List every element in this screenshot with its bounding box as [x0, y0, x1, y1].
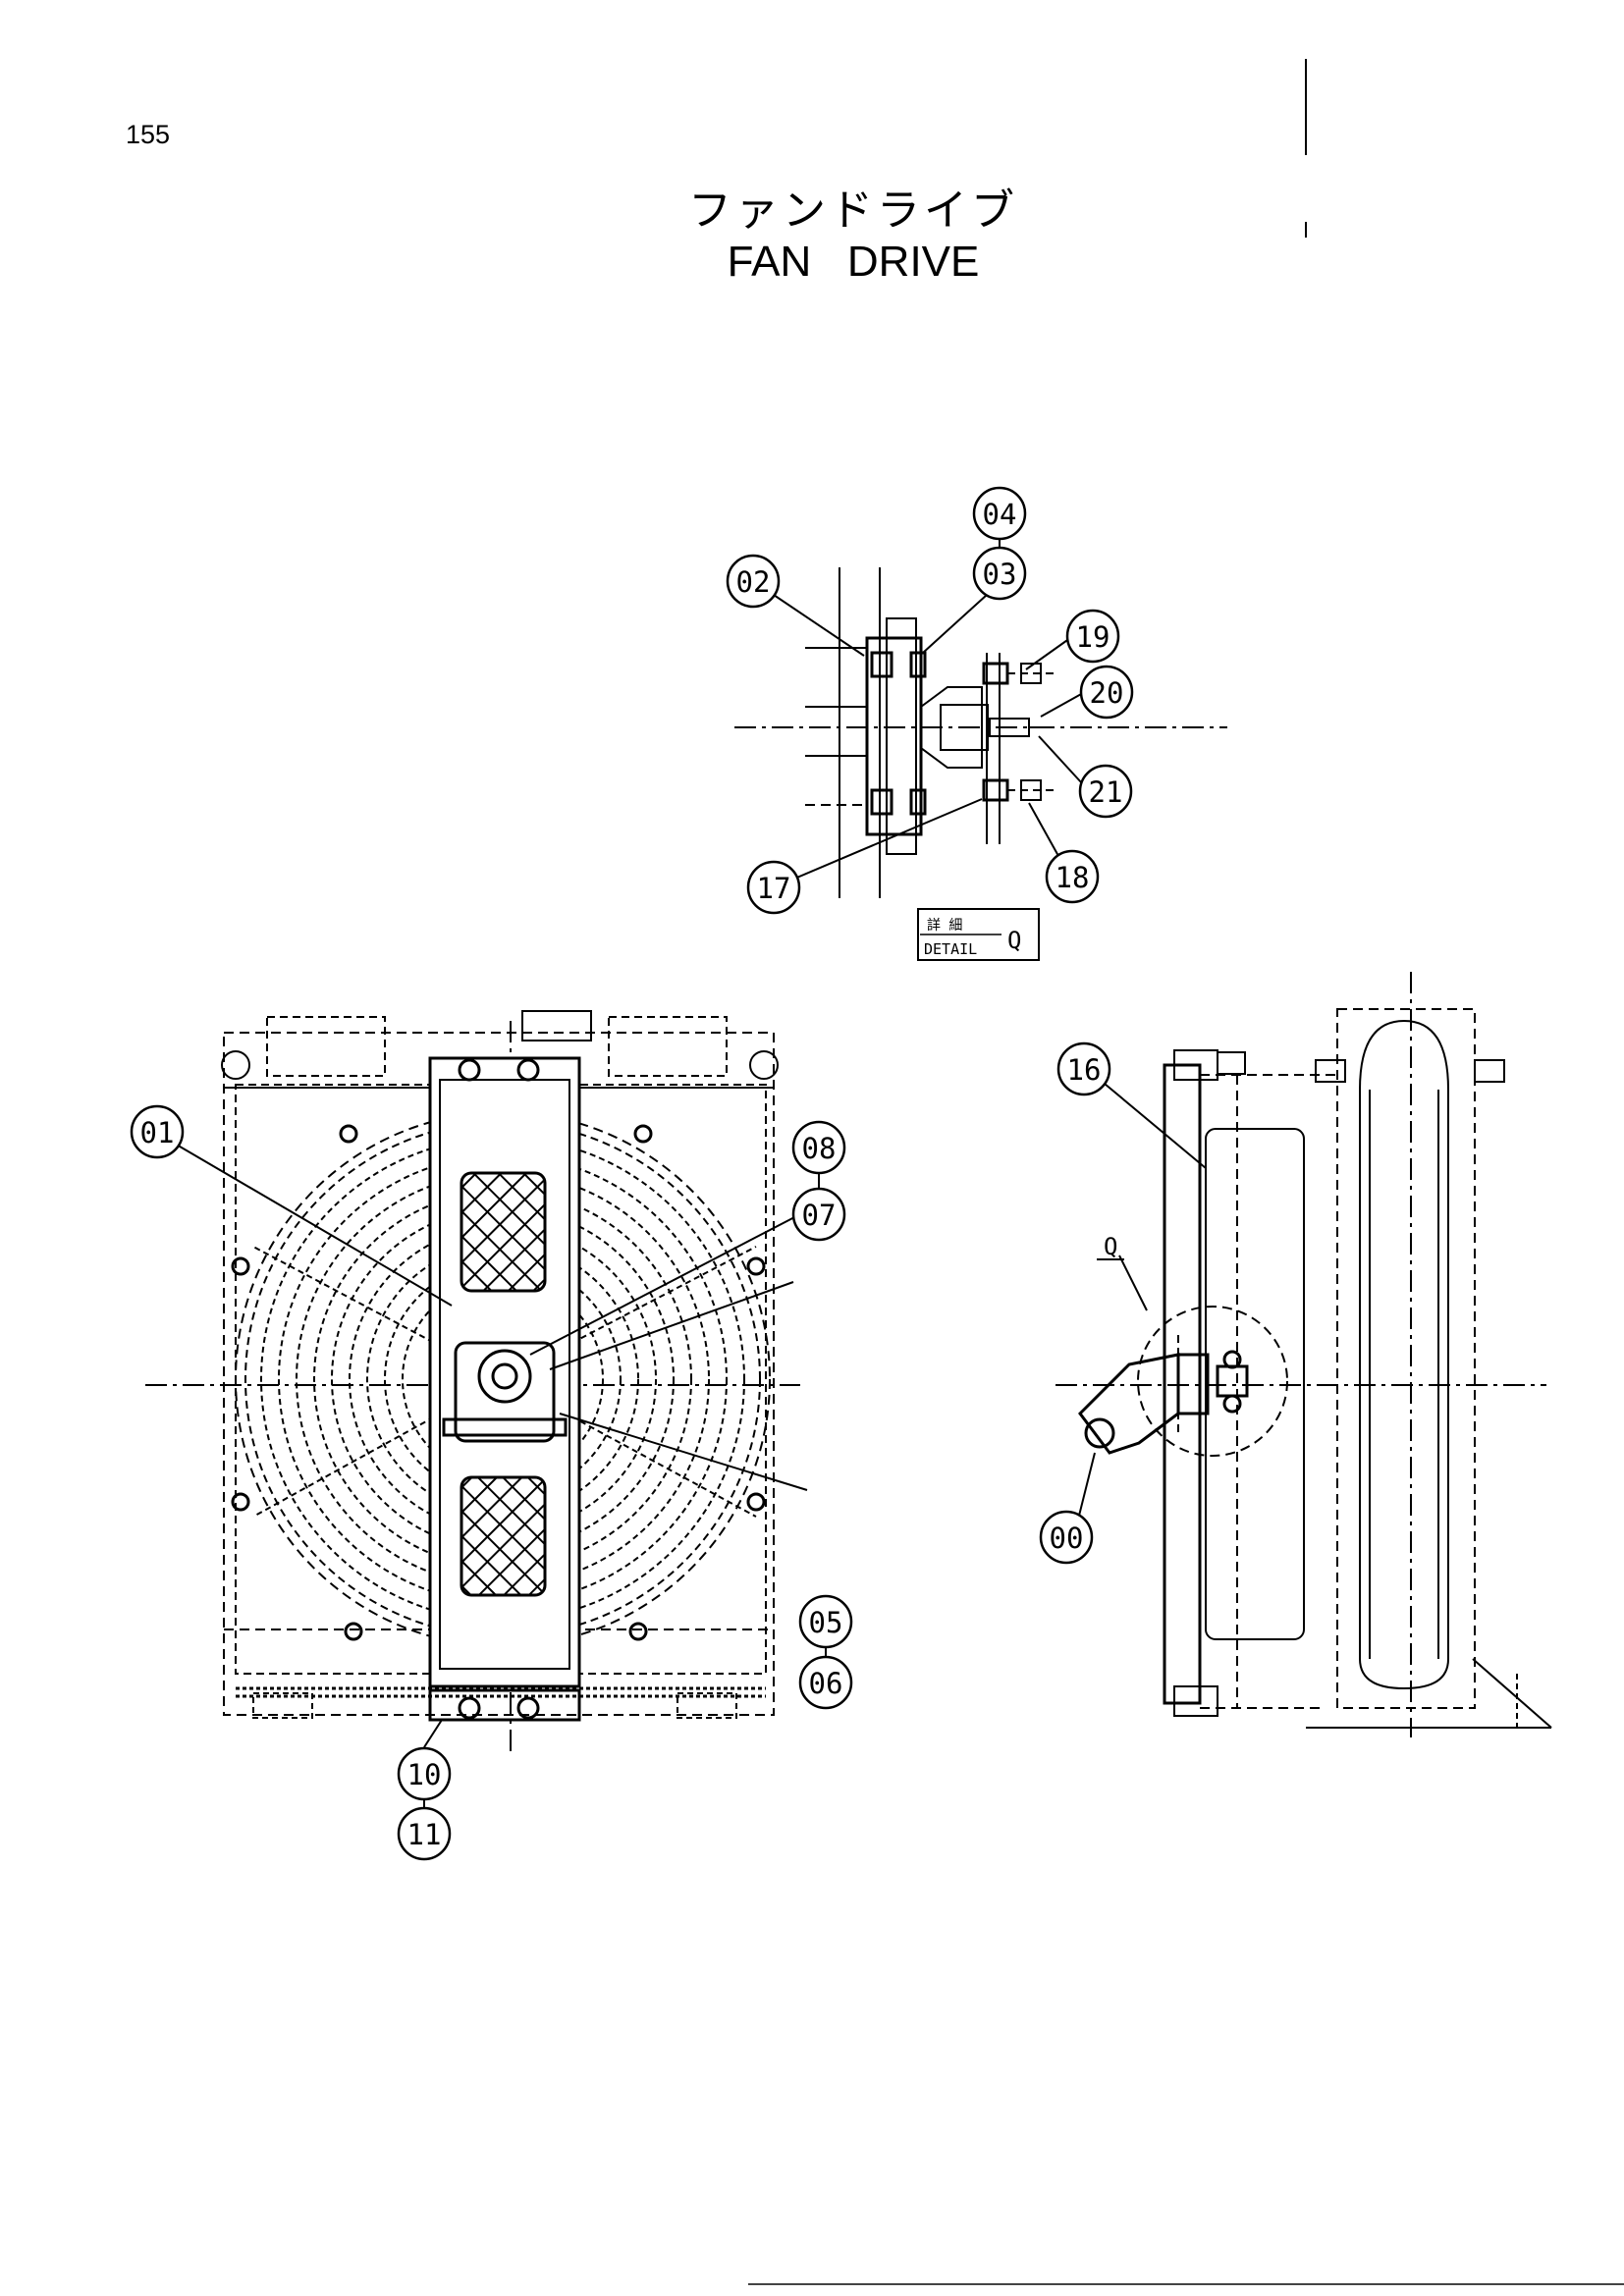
callout-11: 11 [397, 1806, 452, 1861]
callout-01: 01 [130, 1104, 185, 1159]
callout-21-label: 21 [1089, 775, 1123, 809]
view-marker-q: Q [1097, 1233, 1124, 1260]
callout-04-label: 04 [983, 498, 1017, 531]
callout-05: 05 [798, 1594, 853, 1649]
view-marker-q-label: Q [1104, 1233, 1117, 1260]
callout-05-label: 05 [809, 1606, 843, 1639]
callout-16: 16 [1056, 1041, 1111, 1096]
callout-18-label: 18 [1056, 861, 1090, 894]
callout-06-label: 06 [809, 1667, 843, 1700]
callout-00-label: 00 [1050, 1522, 1084, 1555]
callout-19: 19 [1065, 609, 1120, 664]
callout-17: 17 [746, 860, 801, 915]
detail-q-leaders [770, 540, 1084, 881]
callout-19-label: 19 [1076, 620, 1110, 654]
callout-02: 02 [726, 554, 781, 609]
callout-00: 00 [1039, 1510, 1094, 1565]
side-view [1056, 972, 1552, 1737]
front-view-leaders [174, 1143, 808, 1748]
front-view [145, 1010, 800, 1757]
margin-mark-small [1305, 222, 1307, 238]
callout-21: 21 [1078, 764, 1133, 819]
page-number: 155 [126, 120, 171, 149]
callout-17-label: 17 [757, 872, 791, 905]
side-view-leaders [1076, 1083, 1207, 1524]
callout-06: 06 [798, 1655, 853, 1710]
callout-08-label: 08 [802, 1132, 837, 1165]
callout-03: 03 [972, 546, 1027, 601]
detail-letter: Q [1007, 927, 1021, 954]
callout-04: 04 [972, 486, 1027, 541]
callout-01-label: 01 [140, 1116, 175, 1149]
callout-20-label: 20 [1090, 676, 1124, 710]
detail-jp-label: 詳 細 [927, 918, 962, 934]
detail-label-box: 詳 細 DETAIL Q [917, 908, 1040, 961]
callout-11-label: 11 [407, 1818, 442, 1851]
callout-16-label: 16 [1067, 1053, 1102, 1087]
detail-q-view [734, 567, 1227, 898]
callout-10: 10 [397, 1746, 452, 1801]
callout-20: 20 [1079, 665, 1134, 720]
callout-18: 18 [1045, 849, 1100, 904]
bottom-rule [748, 2283, 1624, 2285]
title-japanese: ファンドライブ [688, 186, 1018, 236]
callout-02-label: 02 [736, 565, 771, 599]
margin-mark-top [1305, 59, 1307, 155]
callout-10-label: 10 [407, 1758, 442, 1791]
title-english: FAN DRIVE [727, 238, 980, 286]
callout-03-label: 03 [983, 558, 1017, 591]
callout-07: 07 [791, 1187, 846, 1242]
detail-en-label: DETAIL [924, 940, 977, 958]
callout-07-label: 07 [802, 1199, 837, 1232]
callout-08: 08 [791, 1120, 846, 1175]
